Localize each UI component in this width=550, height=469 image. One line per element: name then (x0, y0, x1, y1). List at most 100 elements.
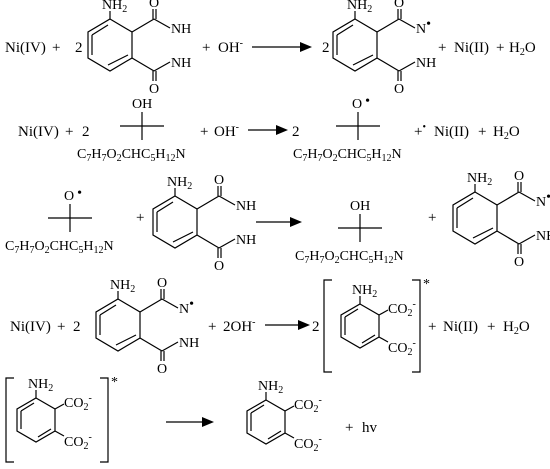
amino-group: NH2 (28, 377, 53, 394)
alkoxy-radical: O• C7H7O2CHC5H12N (5, 186, 114, 256)
hydroxyl-group: OH (350, 199, 370, 214)
ni-ii-label: Ni(II) (454, 40, 489, 56)
excited-aminophthalate: * NH2 CO2- CO2- (5, 375, 118, 463)
coefficient: 2 (312, 319, 320, 335)
plus-sign: + (345, 420, 353, 436)
plus-sign: + (438, 40, 446, 56)
alkoxy-radical: O• C7H7O2CHC5H12N (293, 94, 402, 164)
coefficient: 2 (75, 40, 83, 56)
carbonyl-oxygen: O (514, 255, 524, 270)
ni-iv-label: Ni(IV) (10, 319, 51, 335)
hydroxyl-group: OH (132, 97, 152, 112)
amine-formula: C7H7O2CHC5H12N (293, 147, 402, 164)
coefficient: 2 (73, 319, 81, 335)
plus-sign: +• (414, 122, 426, 140)
nitrogen-radical: N• (536, 190, 550, 210)
carboxylate-group: CO2- (64, 393, 92, 413)
reaction-row-3: O• C7H7O2CHC5H12N + NH2 NH NH O O OH C7H… (5, 169, 550, 274)
plus-sign: + (52, 40, 60, 56)
reaction-arrow (166, 417, 214, 427)
ni-ii-label: Ni(II) (434, 124, 469, 140)
water: H2O (509, 40, 536, 58)
carbonyl-oxygen: O (214, 259, 224, 274)
excited-state-mark: * (111, 375, 118, 390)
nh-group: NH (171, 22, 191, 37)
nh-group: NH (416, 56, 436, 71)
nh-group: NH (536, 229, 550, 244)
coefficient: 2 (292, 124, 300, 140)
amine-alcohol: OH C7H7O2CHC5H12N (295, 199, 404, 266)
hydroxide: OH- (214, 122, 239, 140)
plus-sign: + (200, 124, 208, 140)
excited-state-mark: * (423, 277, 430, 292)
plus-sign: + (57, 319, 65, 335)
carbonyl-oxygen: O (157, 362, 167, 377)
reaction-arrow (252, 42, 312, 52)
nh-group: NH (236, 233, 256, 248)
hydroxide: OH- (218, 38, 243, 56)
carbonyl-oxygen: O (149, 0, 159, 11)
amine-alcohol: OH C7H7O2CHC5H12N (77, 97, 186, 164)
carbonyl-oxygen: O (214, 173, 224, 188)
carboxylate-group: CO2- (388, 299, 416, 319)
plus-sign: + (65, 124, 73, 140)
nitrogen-radical: N• (179, 297, 194, 317)
plus-sign: + (496, 40, 504, 56)
amino-group: NH2 (258, 379, 283, 396)
nh-group: NH (179, 336, 199, 351)
plus-sign: + (428, 319, 436, 335)
carbonyl-oxygen: O (394, 82, 404, 97)
oxygen-radical: O• (64, 186, 82, 204)
nh-group: NH (171, 56, 191, 71)
photon-label: hv (362, 420, 378, 436)
plus-sign: + (428, 210, 436, 226)
reaction-row-4: Ni(IV) + 2 NH2 N• NH O O + 2OH- 2 * NH2 … (10, 276, 530, 377)
carboxylate-group: CO2- (388, 338, 416, 358)
ni-iv-label: Ni(IV) (5, 40, 46, 56)
plus-sign: + (208, 319, 216, 335)
carboxylate-group: CO2- (64, 432, 92, 452)
reaction-row-1: Ni(IV) + 2 NH2 NH NH O O + OH- 2 NH2 N• … (5, 0, 536, 97)
water: H2O (493, 124, 520, 142)
nitrogen-radical: N• (416, 17, 431, 37)
plus-sign: + (136, 210, 144, 226)
amino-group: NH2 (167, 175, 192, 192)
amino-group: NH2 (467, 171, 492, 188)
nh-group: NH (236, 199, 256, 214)
ni-iv-label: Ni(IV) (18, 124, 59, 140)
amino-group: NH2 (102, 0, 127, 15)
luminol-radical: NH2 N• NH O O (332, 0, 436, 97)
oxygen-radical: O• (352, 94, 370, 112)
carbonyl-oxygen: O (514, 169, 524, 184)
reaction-arrow (265, 320, 310, 330)
carboxylate-group: CO2- (294, 395, 322, 415)
reaction-arrow (248, 125, 288, 135)
plus-sign: + (478, 124, 486, 140)
excited-aminophthalate: * NH2 CO2- CO2- (323, 277, 430, 373)
luminol-molecule: NH2 NH NH O O (87, 0, 191, 97)
reaction-row-2: Ni(IV) + 2 OH C7H7O2CHC5H12N + OH- 2 O• … (18, 94, 520, 164)
luminol-radical: NH2 N• NH O O (452, 169, 550, 270)
coefficient: 2 (82, 124, 90, 140)
plus-sign: + (202, 40, 210, 56)
carboxylate-group: CO2- (294, 434, 322, 454)
coefficient: 2 (322, 40, 330, 56)
hydroxide: 2OH- (223, 317, 256, 335)
carbonyl-oxygen: O (157, 276, 167, 291)
carbonyl-oxygen: O (394, 0, 404, 11)
amine-formula: C7H7O2CHC5H12N (295, 249, 404, 266)
reaction-arrow (256, 217, 302, 227)
amino-group: NH2 (347, 0, 372, 15)
reaction-row-5: * NH2 CO2- CO2- NH2 CO2- CO2- + hv (5, 375, 378, 463)
luminol-molecule: NH2 NH NH O O (152, 173, 256, 274)
water: H2O (503, 319, 530, 337)
aminophthalate: NH2 CO2- CO2- (246, 379, 322, 454)
amine-formula: C7H7O2CHC5H12N (77, 147, 186, 164)
amino-group: NH2 (110, 278, 135, 295)
carbonyl-oxygen: O (149, 82, 159, 97)
amino-group: NH2 (352, 283, 377, 300)
amine-formula: C7H7O2CHC5H12N (5, 239, 114, 256)
luminol-radical: NH2 N• NH O O (95, 276, 199, 377)
plus-sign: + (487, 319, 495, 335)
